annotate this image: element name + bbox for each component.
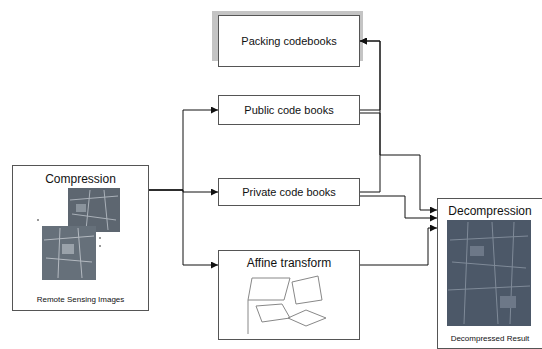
transform-box: Affine transform — [218, 250, 360, 340]
flow-arrow — [360, 41, 380, 192]
compression-box: CompressionRemote Sensing Images — [12, 165, 149, 311]
decompressed-image — [447, 220, 531, 326]
box-label: Public code books — [244, 104, 333, 116]
box-label: Private code books — [242, 186, 336, 198]
flow-arrow — [149, 110, 218, 190]
affine-sketch — [248, 276, 326, 334]
box-label: Decompression — [448, 204, 531, 218]
flow-arrow — [360, 41, 380, 110]
image-caption: Remote Sensing Images — [37, 295, 125, 304]
remote-sensing-images — [37, 188, 120, 280]
box-label: Compression — [45, 172, 116, 186]
flow-arrow — [360, 113, 437, 210]
image-caption: Decompressed Result — [451, 334, 530, 343]
box-label: Affine transform — [247, 256, 331, 270]
flow-arrow — [149, 190, 218, 265]
codebook-box: Private code books — [218, 178, 360, 206]
flow-arrow — [360, 196, 437, 218]
codebook-box: Public code books — [218, 95, 360, 125]
box-label: Packing codebooks — [241, 35, 336, 47]
decompression-box: DecompressionDecompressed Result — [437, 198, 542, 349]
codebook-box: Packing codebooks — [218, 15, 360, 67]
flow-arrow — [360, 228, 437, 265]
